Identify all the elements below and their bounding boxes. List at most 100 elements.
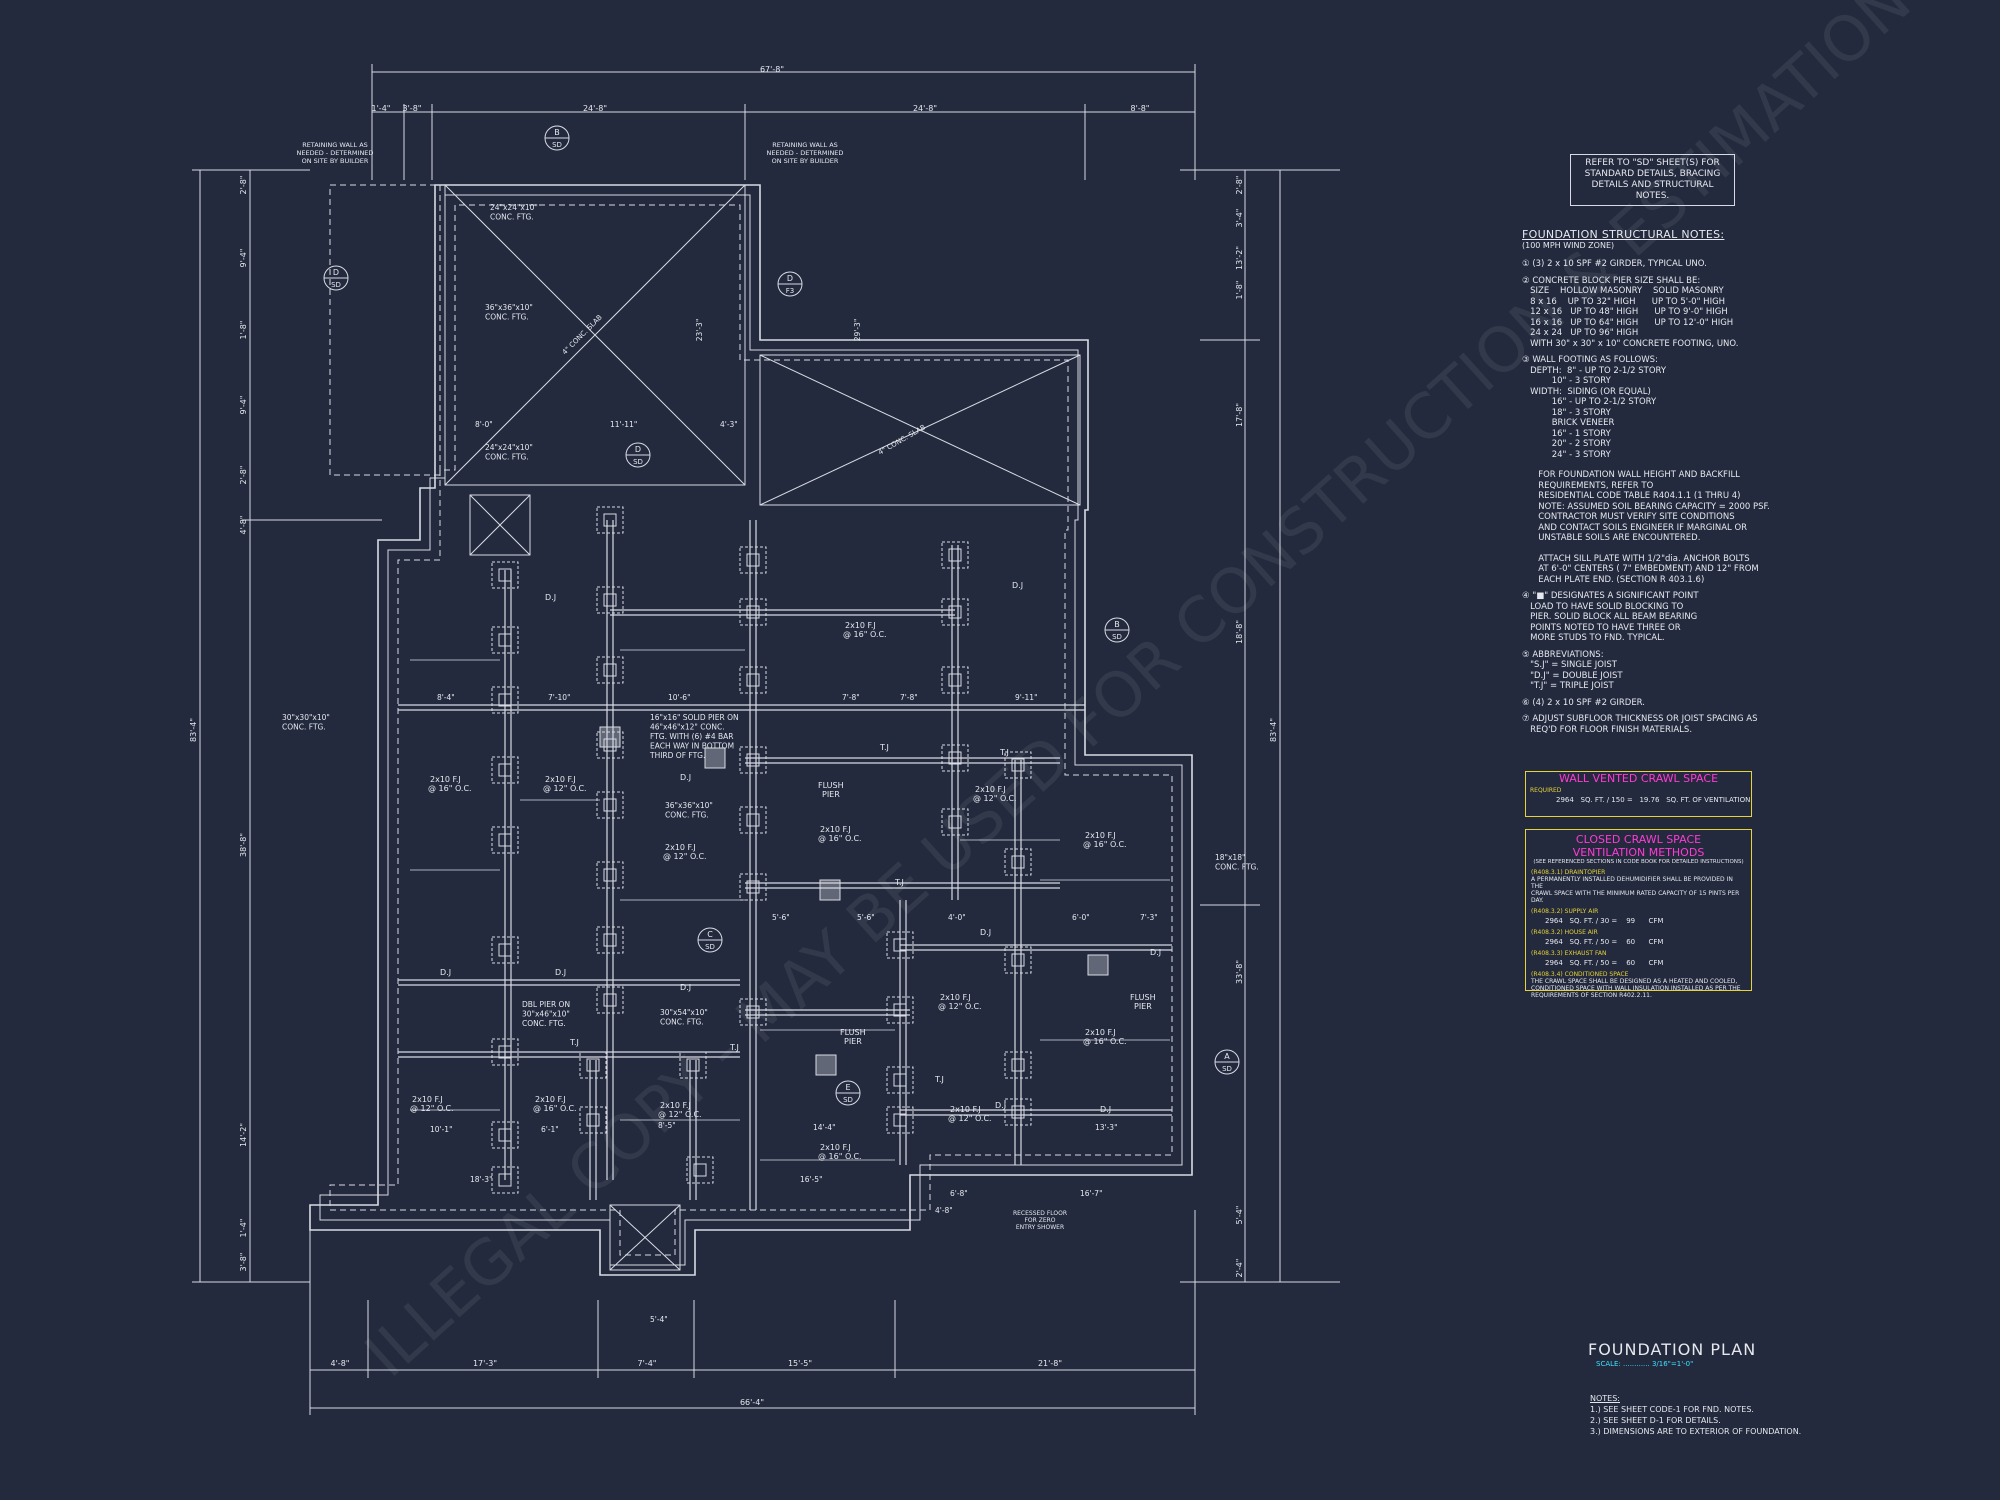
closed-crawl-sub: (SEE REFERENCED SECTIONS IN CODE BOOK FO… xyxy=(1533,859,1744,865)
pier xyxy=(498,568,512,582)
cc-s2-c: 99 xyxy=(1626,917,1636,925)
joist-label: 2x10 F.J xyxy=(940,993,971,1002)
interior-dim: 5'-6" xyxy=(772,913,790,922)
dim-left-overall: 83'-4" xyxy=(189,718,198,742)
cc-s4-b: SQ. FT. / 50 = xyxy=(1569,959,1618,967)
pier-footing xyxy=(739,806,767,834)
joist-label: 2x10 F.J xyxy=(820,825,851,834)
footing-label: CONC. FTG. xyxy=(490,213,534,222)
dim-left: 9'-4" xyxy=(239,249,248,268)
pier xyxy=(746,1005,760,1019)
joist-spacing: @ 16" O.C. xyxy=(1083,1037,1127,1046)
joist-label: 2x10 F.J xyxy=(1085,1028,1116,1037)
pier xyxy=(1011,953,1025,967)
note-item-2: ② CONCRETE BLOCK PIER SIZE SHALL BE: SIZ… xyxy=(1522,275,1739,349)
dim-top-4: 24'-8" xyxy=(913,104,937,113)
footing-label: CONC. FTG. xyxy=(485,453,529,462)
sheet-scale: SCALE: ............ 3/16"=1'-0" xyxy=(1596,1360,1694,1368)
cc-s1-t2: CRAWL SPACE WITH THE MINIMUM RATED CAPAC… xyxy=(1531,890,1740,904)
footer-note-2: 2.) SEE SHEET D-1 FOR DETAILS. xyxy=(1590,1416,1721,1425)
interior-dim: 6'-0" xyxy=(1072,913,1090,922)
pier xyxy=(603,798,617,812)
wall-vented-title: WALL VENTED CRAWL SPACE xyxy=(1558,772,1719,785)
interior-dim: 16'-7" xyxy=(1080,1189,1103,1198)
pier xyxy=(603,663,617,677)
section-bubble-letter: D xyxy=(787,274,793,283)
footing-label: 24"x24"x10" xyxy=(490,203,538,212)
interior-dim: 7'-3" xyxy=(1140,913,1158,922)
pier xyxy=(498,1128,512,1142)
note-item-7: ⑦ ADJUST SUBFLOOR THICKNESS OR JOIST SPA… xyxy=(1522,714,1758,735)
dim-top-2: 3'-8" xyxy=(403,104,422,113)
pier xyxy=(498,633,512,647)
cc-s3-head: (R408.3.2) HOUSE AIR xyxy=(1531,929,1598,936)
joist-spacing: @ 12" O.C. xyxy=(658,1110,702,1119)
interior-dim: 11'-11" xyxy=(610,420,637,429)
dim-left: 4'-8" xyxy=(239,516,248,535)
retaining-left-3: ON SITE BY BUILDER xyxy=(302,157,369,165)
section-bubble-sheet: SD xyxy=(552,141,562,149)
pier-footing xyxy=(739,546,767,574)
triple-joist-label: T.J xyxy=(999,748,1009,757)
refer-note-line-3: DETAILS AND STRUCTURAL NOTES. xyxy=(1591,180,1714,201)
triple-joist-label: D.J xyxy=(995,1101,1006,1110)
refer-note-line-1: REFER TO "SD" SHEET(S) FOR xyxy=(1585,158,1720,168)
pier-footing xyxy=(686,1156,714,1184)
pier-footing xyxy=(491,1121,519,1149)
joist-label: 2x10 F.J xyxy=(950,1105,981,1114)
joist-spacing: @ 16" O.C. xyxy=(818,834,862,843)
wv-unit: SQ. FT. OF VENTILATION xyxy=(1666,796,1751,804)
joist-spacing: @ 12" O.C. xyxy=(663,852,707,861)
pier-footing xyxy=(739,666,767,694)
pier-footing xyxy=(941,666,969,694)
pier-footing xyxy=(579,1051,607,1079)
section-bubble-letter: C xyxy=(707,930,713,939)
footer-notes: NOTES: 1.) SEE SHEET CODE-1 FOR FND. NOT… xyxy=(1590,1393,1801,1437)
pier xyxy=(603,593,617,607)
footing-label: 30"x30"x10" xyxy=(282,713,330,722)
double-joist-label: D.J xyxy=(1012,581,1023,590)
double-joist-label: T.J xyxy=(569,1038,579,1047)
pier-footing xyxy=(1004,848,1032,876)
dim-bottom-3: 7'-4" xyxy=(638,1359,657,1368)
dim-top-overall: 67'-8" xyxy=(760,65,784,74)
joist-spacing: @ 12" O.C. xyxy=(973,794,1017,803)
pier xyxy=(1011,1105,1025,1119)
pier-footing xyxy=(491,1166,519,1194)
footing-label: 24"x24"x10" xyxy=(485,443,533,452)
section-bubble-sheet: SD xyxy=(843,1096,853,1104)
dim-left: 9'-4" xyxy=(239,396,248,415)
pier-footing xyxy=(596,791,624,819)
section-bubble-sheet: SD xyxy=(1222,1065,1232,1073)
pier-footing xyxy=(579,1106,607,1134)
pier-footing xyxy=(886,931,914,959)
dim-right: 2'-4" xyxy=(1235,1259,1244,1278)
note-item-4: ④ "■" DESIGNATES A SIGNIFICANT POINT LOA… xyxy=(1522,591,1699,643)
interior-dim: 8'-0" xyxy=(475,420,493,429)
pier xyxy=(686,1058,700,1072)
interior-dim: 4'-3" xyxy=(720,420,738,429)
flush-pier xyxy=(1087,954,1109,976)
interior-dim: 5'-6" xyxy=(857,913,875,922)
dim-top-3: 24'-8" xyxy=(583,104,607,113)
refer-note-box: REFER TO "SD" SHEET(S) FOR STANDARD DETA… xyxy=(1570,154,1735,206)
note-item-3: ③ WALL FOOTING AS FOLLOWS: DEPTH: 8" - U… xyxy=(1522,355,1667,460)
recessed-3: ENTRY SHOWER xyxy=(1016,1224,1064,1231)
pier-footing xyxy=(679,1051,707,1079)
cc-s4-c: 60 xyxy=(1626,959,1636,967)
dim-bottom-4: 15'-5" xyxy=(788,1359,812,1368)
joist-spacing: @ 16" O.C. xyxy=(428,784,472,793)
section-bubble-sheet: SD xyxy=(1112,633,1122,641)
flush-pier xyxy=(815,1054,837,1076)
interior-dim: 16'-5" xyxy=(800,1175,823,1184)
dim-left: 1'-4" xyxy=(239,1219,248,1238)
note-item-6: ⑥ (4) 2 x 10 SPF #2 GIRDER. xyxy=(1522,697,1645,708)
interior-dim: 18'-3" xyxy=(470,1175,493,1184)
pier xyxy=(948,548,962,562)
dim-right: 18'-8" xyxy=(1235,620,1244,644)
joist-spacing: @ 12" O.C. xyxy=(948,1114,992,1123)
cc-s1-t1: A PERMANENTLY INSTALLED DEHUMIDIFIER SHA… xyxy=(1531,876,1733,890)
retaining-left-2: NEEDED - DETERMINED xyxy=(297,149,374,157)
dim-left: 2'-8" xyxy=(239,176,248,195)
